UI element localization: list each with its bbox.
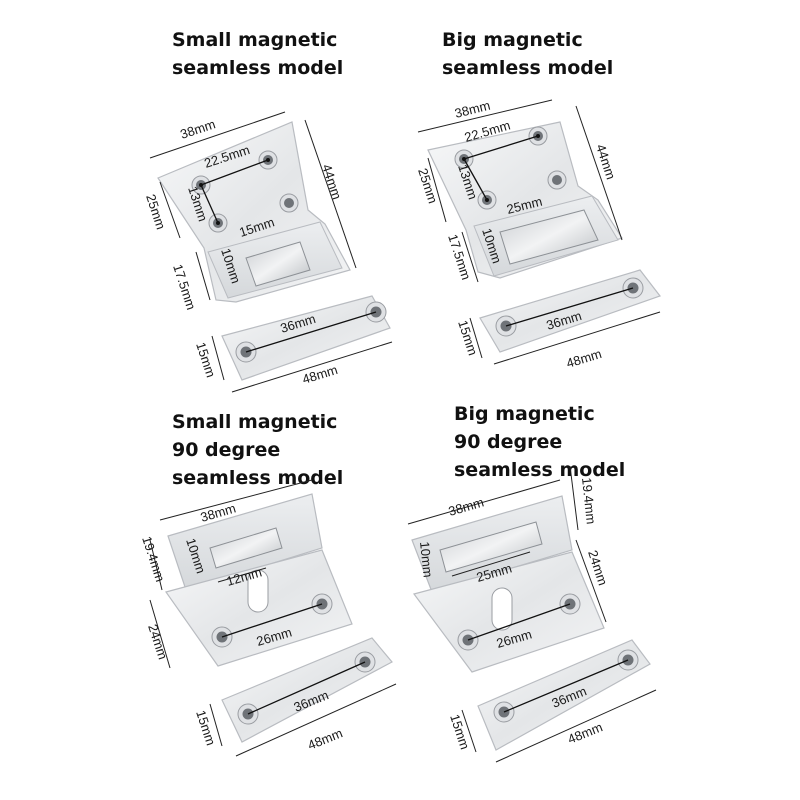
dim-flange-height: 19.4mm <box>579 477 599 525</box>
title-big-90: Big magnetic 90 degree seamless model <box>454 400 625 484</box>
screw-hole <box>547 170 567 190</box>
title-line: seamless model <box>442 57 614 79</box>
dim-line <box>569 465 579 531</box>
magnet-insert <box>245 241 311 287</box>
dim-line <box>217 567 267 583</box>
dim-lower-height: 17.5mm <box>170 262 199 311</box>
dim-strike-width: 48mm <box>564 346 603 371</box>
measure-line <box>247 661 366 715</box>
measure-line <box>245 311 377 353</box>
big-seamless-figure: 38mm 44mm 22.5mm 13mm 25mm 10mm 25mm 17.… <box>415 98 661 371</box>
title-line: 90 degree <box>454 431 563 453</box>
dim-line <box>235 683 397 757</box>
measure-dot <box>485 198 489 202</box>
measure-line <box>200 159 269 186</box>
dim-strike-height: 15mm <box>455 318 480 357</box>
magnet-insert <box>209 527 283 569</box>
title-line: Big magnetic <box>442 29 583 51</box>
measure-dot <box>536 134 540 138</box>
dim-line <box>575 105 623 241</box>
title-line: 90 degree <box>172 439 281 461</box>
dim-line <box>461 709 477 753</box>
strike-plate <box>221 637 393 743</box>
dim-line <box>209 703 223 747</box>
measure-dot <box>216 221 220 225</box>
dim-line <box>469 317 483 359</box>
dim-strike-height: 15mm <box>447 712 472 751</box>
dim-upper-height: 25mm <box>143 192 168 231</box>
title-line: Big magnetic <box>454 403 595 425</box>
dim-line <box>495 689 657 763</box>
dim-line <box>231 341 393 393</box>
dim-magnet-height: 10mm <box>417 541 436 578</box>
strike-plate <box>221 295 391 381</box>
magnet-insert <box>439 521 543 573</box>
title-small-seamless: Small magnetic seamless model <box>172 26 343 82</box>
measure-dot <box>266 158 270 162</box>
dim-upper-height: 25mm <box>415 166 440 205</box>
title-line: seamless model <box>172 57 344 79</box>
title-line: seamless model <box>454 459 626 481</box>
title-line: Small magnetic <box>172 29 338 51</box>
dim-flange-height: 19.4mm <box>139 534 168 583</box>
strike-plate <box>477 639 651 751</box>
magnet-insert <box>499 209 599 265</box>
dim-line <box>407 479 561 525</box>
dim-line <box>159 181 181 239</box>
dim-strike-width: 48mm <box>566 719 605 746</box>
dim-height: 44mm <box>319 162 344 201</box>
measure-line <box>200 184 219 224</box>
title-big-seamless: Big magnetic seamless model <box>442 26 613 82</box>
measure-line <box>463 158 488 201</box>
measure-line <box>463 135 539 160</box>
dim-line <box>195 251 211 301</box>
dim-line <box>149 539 163 591</box>
dim-strike-height: 15mm <box>193 708 218 747</box>
big-90-figure: 38mm 19.4mm 10mm 25mm 26mm 24mm 36mm 48m… <box>407 465 657 763</box>
measure-line <box>505 287 634 327</box>
dim-base-height: 24mm <box>145 622 170 661</box>
dim-line <box>211 335 225 381</box>
dim-line <box>149 599 171 669</box>
measure-line <box>467 603 571 641</box>
dim-line <box>461 231 479 283</box>
dim-line <box>159 479 313 521</box>
keyhole-slot <box>491 587 513 631</box>
dim-line <box>493 311 661 365</box>
dim-strike-width: 48mm <box>306 725 345 752</box>
dim-line <box>575 539 607 623</box>
dim-line <box>451 551 531 577</box>
screw-hole <box>279 193 299 213</box>
title-line: Small magnetic <box>172 411 338 433</box>
small-90-figure: 38mm 19.4mm 10mm 12mm 26mm 24mm 36mm 48m… <box>139 479 397 757</box>
dim-width: 38mm <box>447 495 486 519</box>
measure-dot <box>462 157 466 161</box>
dim-height: 44mm <box>593 142 618 181</box>
dim-strike-width: 48mm <box>300 362 339 387</box>
dim-width: 38mm <box>178 116 217 141</box>
dim-line <box>304 119 357 269</box>
dim-line <box>417 99 553 133</box>
small-seamless-figure: 38mm 44mm 22.5mm 13mm 15mm 10mm 25mm 17.… <box>143 111 393 393</box>
strike-plate <box>479 269 661 353</box>
dim-width: 38mm <box>453 98 492 121</box>
dim-line <box>149 111 286 159</box>
dim-base-height: 24mm <box>585 548 610 587</box>
measure-dot <box>199 183 203 187</box>
dim-line <box>427 157 447 223</box>
measure-line <box>221 603 323 638</box>
measure-line <box>503 659 629 713</box>
